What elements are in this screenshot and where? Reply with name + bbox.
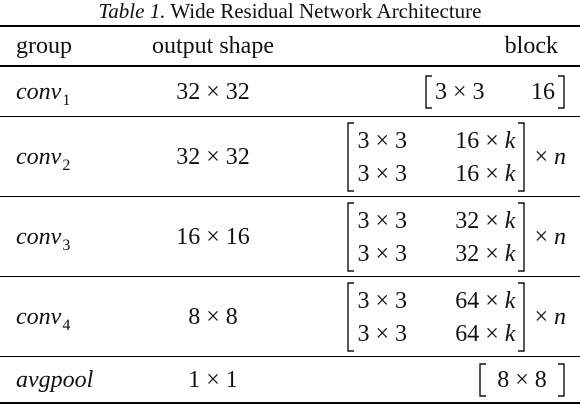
matrix-kernel: 3 × 3	[357, 240, 407, 267]
row-block-3: 3 × 3 32 × k 3 × 3 32 × k × n	[346, 202, 566, 272]
matrix-row: 3 × 3 32 × k	[357, 237, 515, 270]
row-output-shape-1: 32 × 32	[176, 79, 250, 105]
header-output-shape: output shape	[152, 33, 274, 59]
row-group-5: avgpool	[16, 368, 93, 392]
matrix-row: 3 × 3 64 × k	[357, 284, 515, 317]
row-rule-2	[0, 196, 580, 197]
matrix-row: 3 × 3 64 × k	[357, 317, 515, 350]
row-block-2: 3 × 3 16 × k 3 × 3 16 × k × n	[346, 122, 566, 192]
left-bracket	[425, 75, 432, 109]
matrix-width: 16 × k	[455, 127, 516, 154]
block-matrix: 3 × 3 16	[433, 76, 557, 109]
right-bracket	[558, 363, 565, 397]
header-block: block	[504, 33, 558, 59]
matrix-kernel: 3 × 3	[357, 160, 407, 187]
left-bracket	[347, 282, 355, 352]
right-bracket	[518, 282, 526, 352]
matrix-kernel: 3 × 3	[357, 287, 407, 314]
block-matrix: 3 × 3 32 × k 3 × 3 32 × k	[355, 204, 517, 270]
row-rule-3	[0, 276, 580, 277]
matrix-kernel: 3 × 3	[435, 79, 485, 105]
row-output-shape-5: 1 × 1	[188, 367, 238, 393]
group-subscript: 3	[62, 237, 71, 254]
matrix-row: 8 × 8	[489, 364, 555, 397]
row-group-3: conv3	[16, 224, 70, 254]
right-bracket	[558, 75, 565, 109]
group-name: conv	[16, 79, 62, 105]
row-output-shape-4: 8 × 8	[188, 304, 238, 330]
matrix-width: 32 × k	[455, 207, 516, 234]
matrix-width: 16 × k	[455, 160, 516, 187]
left-bracket	[347, 122, 355, 192]
matrix-width: 32 × k	[455, 240, 516, 267]
group-name: conv	[16, 304, 62, 330]
header-rule	[0, 65, 580, 67]
group-name: avgpool	[16, 367, 94, 393]
row-group-4: conv4	[16, 304, 70, 334]
block-multiplier: × n	[534, 304, 566, 330]
matrix-row: 3 × 3 16 × k	[357, 124, 515, 157]
row-output-shape-3: 16 × 16	[176, 224, 250, 250]
row-group-1: conv1	[16, 79, 70, 109]
right-bracket	[518, 202, 526, 272]
row-rule-4	[0, 356, 580, 357]
row-group-2: conv2	[16, 144, 70, 174]
table-caption: Table 1. Wide Residual Network Architect…	[0, 0, 580, 22]
left-bracket	[347, 202, 355, 272]
left-bracket	[479, 363, 486, 397]
matrix-row: 3 × 3 16 × k	[357, 157, 515, 190]
right-bracket	[518, 122, 526, 192]
block-matrix: 8 × 8	[487, 364, 557, 397]
matrix-kernel: 3 × 3	[357, 127, 407, 154]
table-title: Wide Residual Network Architecture	[170, 0, 482, 23]
block-multiplier: × n	[534, 224, 566, 250]
group-name: conv	[16, 224, 62, 250]
matrix-width: 64 × k	[455, 287, 516, 314]
block-multiplier: × n	[534, 144, 566, 170]
row-block-5: 8 × 8	[478, 363, 566, 397]
matrix-kernel: 3 × 3	[357, 320, 407, 347]
group-subscript: 2	[62, 157, 71, 174]
matrix-row: 3 × 3 32 × k	[357, 204, 515, 237]
matrix-width: 16	[531, 79, 555, 105]
top-rule	[0, 25, 580, 27]
group-name: conv	[16, 144, 62, 170]
block-matrix: 3 × 3 16 × k 3 × 3 16 × k	[355, 124, 517, 190]
matrix-row: 3 × 3 16	[435, 76, 555, 109]
bottom-rule	[0, 402, 580, 404]
matrix-width: 64 × k	[455, 320, 516, 347]
block-matrix: 3 × 3 64 × k 3 × 3 64 × k	[355, 284, 517, 350]
row-block-4: 3 × 3 64 × k 3 × 3 64 × k × n	[346, 282, 566, 352]
group-subscript: 4	[62, 317, 71, 334]
row-block-1: 3 × 3 16	[424, 75, 566, 109]
row-rule-1	[0, 116, 580, 117]
header-group: group	[16, 33, 72, 59]
row-output-shape-2: 32 × 32	[176, 144, 250, 170]
group-subscript: 1	[62, 92, 71, 109]
matrix-kernel: 8 × 8	[497, 367, 547, 393]
matrix-kernel: 3 × 3	[357, 207, 407, 234]
table-label: Table 1.	[98, 0, 166, 23]
